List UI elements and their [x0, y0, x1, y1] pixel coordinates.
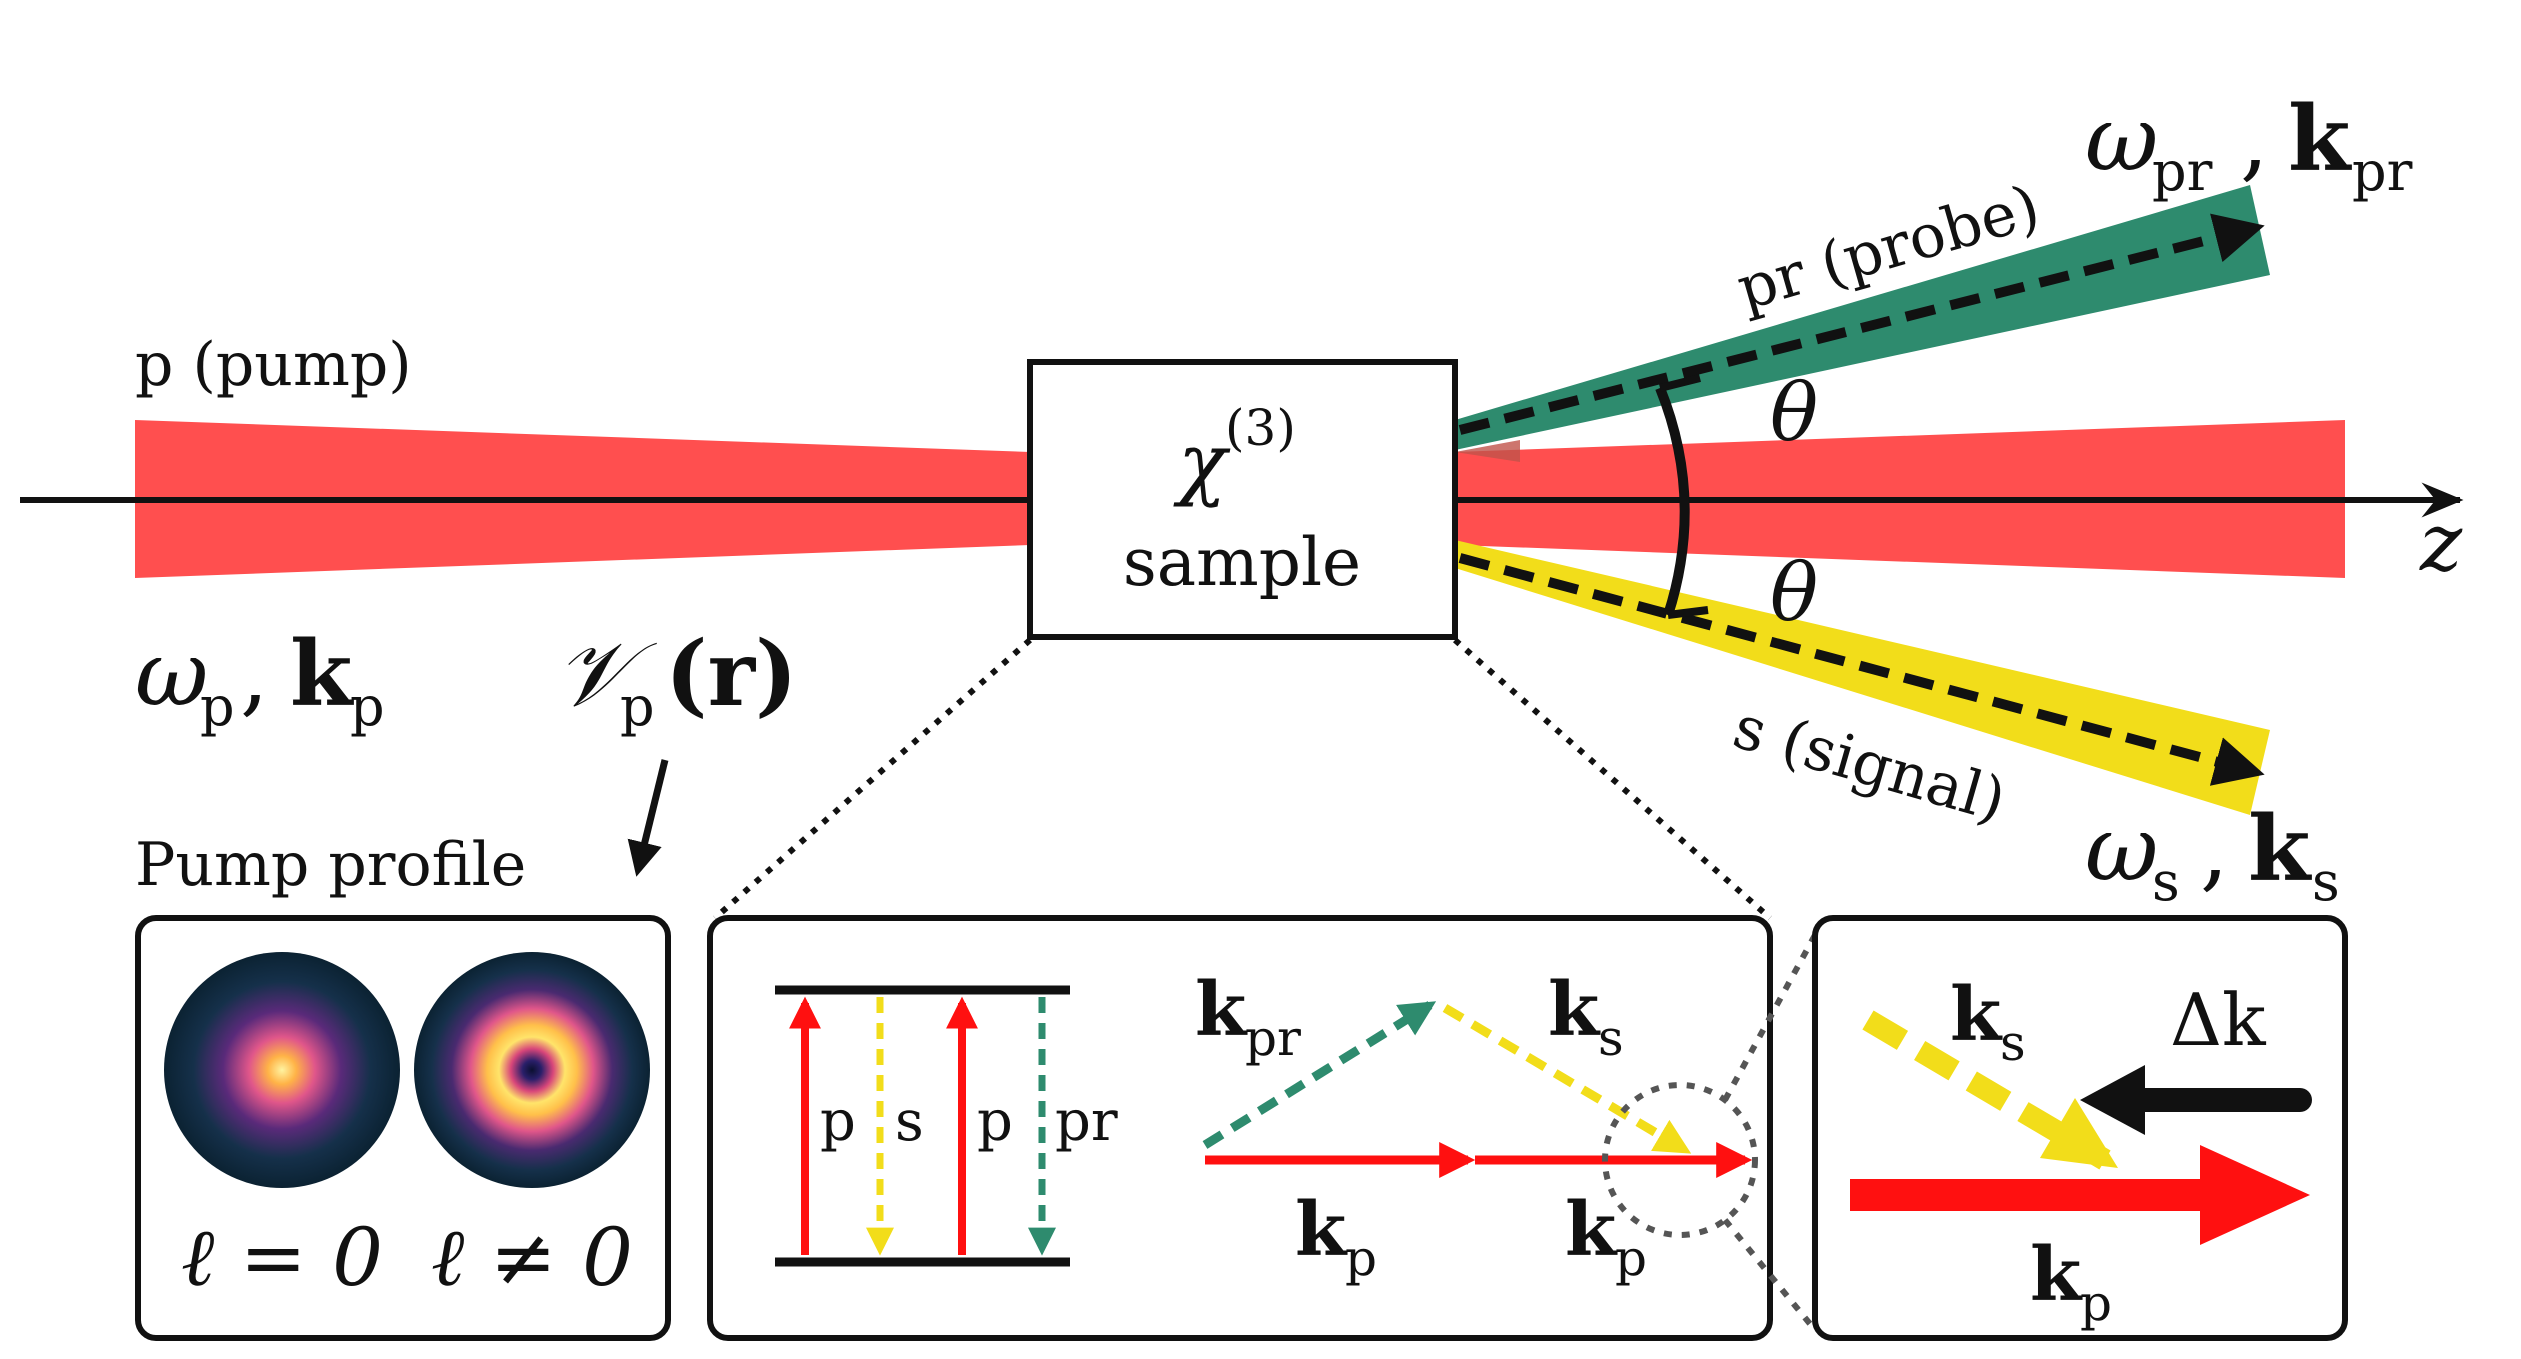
svg-text:p: p — [350, 675, 385, 738]
zoom-connector-top — [1722, 933, 1818, 1102]
zoom-line-left — [713, 637, 1032, 921]
svg-text:p: p — [620, 675, 655, 738]
svg-text:s: s — [2152, 850, 2180, 913]
angle-theta-bottom: θ — [1770, 546, 1818, 639]
label-ks: k s — [1548, 967, 1624, 1067]
svg-text:k: k — [1295, 1187, 1348, 1273]
zoom-label-delta-k: Δk — [2170, 978, 2267, 1062]
zoom-vector-ks — [1862, 1010, 2111, 1170]
sample-box — [1027, 359, 1458, 640]
label-kpr: k pr — [1195, 967, 1301, 1067]
svg-text:pr: pr — [2152, 140, 2213, 203]
svg-text:ω: ω — [2085, 87, 2158, 192]
vector-kpr — [1202, 1001, 1437, 1149]
zoom-connector-bottom — [1722, 1218, 1818, 1332]
zoom-label-ks: k s — [1950, 972, 2026, 1072]
angle-theta-top: θ — [1770, 366, 1818, 459]
label-kp1: k p — [1295, 1187, 1377, 1287]
axis-label: z — [2419, 496, 2463, 589]
profile-panel-title: Pump profile — [135, 830, 526, 900]
zoom-vector-ks-head — [2040, 1098, 2118, 1168]
svg-text:k: k — [1950, 972, 2003, 1058]
probe-frequency-wavevector: ω pr , k pr — [2085, 86, 2413, 203]
signal-frequency-wavevector: ω s , k s — [2085, 796, 2340, 913]
svg-text:k: k — [2030, 1232, 2083, 1318]
svg-text:pr: pr — [2352, 140, 2413, 203]
svg-text:p: p — [200, 675, 235, 738]
svg-text:k: k — [290, 621, 354, 727]
svg-text:p: p — [1615, 1229, 1647, 1287]
svg-text:p: p — [1345, 1229, 1377, 1287]
svg-text:s: s — [2312, 850, 2340, 913]
svg-text:k: k — [1548, 967, 1601, 1053]
svg-text:,: , — [2200, 797, 2229, 902]
transition-label-p2: p — [977, 1089, 1013, 1154]
svg-text:k: k — [1565, 1187, 1618, 1273]
zoom-vector-delta-k-head — [2080, 1065, 2145, 1135]
profile-ell-nonzero: ℓ ≠ 0 — [431, 1211, 633, 1304]
angle-arc-tick-top — [1659, 374, 1701, 392]
label-kp2: k p — [1565, 1187, 1647, 1287]
zoom-circle — [1602, 1082, 1758, 1238]
transition-label-pr: pr — [1055, 1089, 1118, 1154]
pump-frequency-wavevector: ω p , k p — [135, 621, 385, 738]
svg-text:k: k — [2248, 796, 2312, 902]
chi-symbol: χ — [1173, 416, 1231, 509]
svg-text:k: k — [2288, 86, 2352, 192]
profile-pointer-arrow — [627, 759, 669, 877]
profile-gaussian-mode — [164, 952, 400, 1188]
svg-text:ω: ω — [135, 622, 208, 727]
chi-order: (3) — [1225, 399, 1296, 457]
svg-text:,: , — [2240, 87, 2269, 192]
transition-label-p1: p — [820, 1089, 856, 1154]
profile-vortex-mode — [414, 952, 650, 1188]
svg-text:,: , — [240, 622, 269, 727]
svg-text:s: s — [1598, 1009, 1624, 1067]
angle-arc — [1655, 386, 1690, 617]
angle-arc-tick-bottom — [1667, 606, 1709, 619]
zoom-label-kp: k p — [2030, 1232, 2112, 1332]
svg-text:pr: pr — [1245, 1009, 1301, 1067]
svg-text:ω: ω — [2085, 797, 2158, 902]
sample-label: sample — [1123, 524, 1361, 601]
svg-text:p: p — [2080, 1274, 2112, 1332]
transition-label-s: s — [895, 1089, 924, 1154]
svg-text:s: s — [2000, 1014, 2026, 1072]
zoom-vector-kp-head — [2200, 1145, 2310, 1245]
vector-ks — [1442, 1004, 1692, 1154]
profile-ell-zero: ℓ = 0 — [181, 1211, 383, 1304]
beam-overlap-upper — [1455, 440, 1520, 462]
svg-text:(r): (r) — [665, 621, 798, 727]
pump-label: p (pump) — [135, 330, 412, 400]
zoom-line-right — [1453, 637, 1772, 921]
pump-mode-volume: 𝒱 p (r) — [555, 621, 798, 738]
svg-text:k: k — [1195, 967, 1248, 1053]
